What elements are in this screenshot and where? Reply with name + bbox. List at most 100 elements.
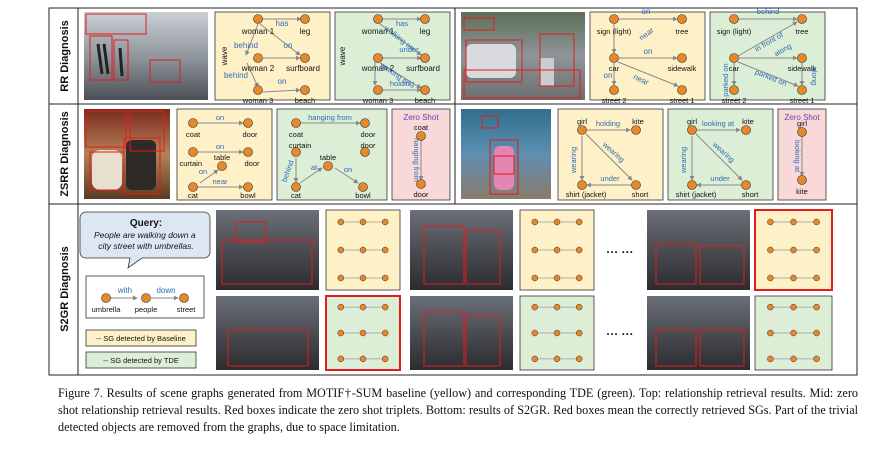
graph-node [790,274,797,282]
svg-text:tree: tree [796,27,809,36]
svg-text:under: under [710,174,730,183]
svg-text:curtain: curtain [179,159,202,168]
graph-node [531,355,539,363]
svg-text:hanging from: hanging from [308,113,352,122]
svg-text:street: street [177,305,197,314]
svg-text:coat: coat [289,130,304,139]
graph-node [337,274,345,282]
svg-text:curtain: curtain [289,141,312,150]
graph-node [381,329,389,337]
graph-node [359,329,367,337]
graph-node [575,274,583,282]
legend-baseline: -- SG detected by Baseline [85,329,197,347]
graph-node [790,218,797,226]
graph-node [359,218,367,226]
graph-node [531,274,539,282]
svg-text:woman 2: woman 2 [361,64,395,73]
graph-node [813,303,820,311]
graph-node [790,303,797,311]
legend-tde: -- SG detected by TDE [85,351,197,369]
row-label-s2gr: S2GR Diagnosis [59,246,71,332]
graph-node [553,303,561,311]
svg-text:Zero Shot: Zero Shot [784,113,820,122]
graph-node [337,246,345,254]
graph-node [767,355,774,363]
graph-node [553,246,561,254]
graph-node [575,218,583,226]
svg-text:surfboard: surfboard [406,64,440,73]
svg-text:··· ···: ··· ··· [606,327,633,341]
svg-text:coat: coat [414,123,429,132]
svg-text:under: under [399,45,419,54]
svg-text:door: door [360,141,376,150]
svg-text:hanging from: hanging from [412,138,421,182]
svg-text:on: on [278,77,287,86]
graph-node [767,329,774,337]
svg-text:at: at [311,163,318,172]
row-label-zsrr: ZSRR Diagnosis [59,111,71,197]
svg-text:sidewalk: sidewalk [668,64,697,73]
rr-right-tde-graph: sign (light) tree car sidewalk street 2 … [709,7,826,105]
svg-text:-- SG detected by TDE: -- SG detected by TDE [103,356,179,365]
svg-text:behind: behind [234,41,258,50]
svg-text:woman 1: woman 1 [361,27,395,36]
svg-text:bowl: bowl [355,191,371,200]
svg-text:near: near [212,177,228,186]
query-title: Query: [130,218,162,229]
svg-text:table: table [214,153,230,162]
graph-node [790,355,797,363]
zsrr-left-baseline-graph: coat door curtain door table cat bowl on… [176,108,273,201]
svg-text:car: car [729,64,740,73]
svg-text:door: door [244,159,260,168]
svg-text:umbrella: umbrella [92,305,122,314]
svg-text:looking at: looking at [702,119,735,128]
svg-text:on: on [216,142,224,151]
photo-girl-kite [461,109,551,199]
svg-text:cat: cat [188,191,199,200]
svg-text:wearing: wearing [679,147,688,174]
svg-text:car: car [609,64,620,73]
graph-node [337,355,345,363]
graph-node [813,355,820,363]
svg-text:girl: girl [577,117,587,126]
photo-street-car [461,12,585,100]
graph-node [767,246,774,254]
photo-cat [84,109,170,199]
svg-text:sign (light): sign (light) [597,27,632,36]
svg-text:on: on [284,41,293,50]
graph-node [381,218,389,226]
svg-text:bowl: bowl [240,191,256,200]
graph-node [767,303,774,311]
graph-node [813,246,820,254]
graph-node [790,329,797,337]
svg-text:people: people [135,305,158,314]
svg-text:sidewalk: sidewalk [788,64,817,73]
graph-node [575,303,583,311]
svg-text:kite: kite [742,117,754,126]
svg-text:on: on [216,113,224,122]
svg-text:door: door [242,130,258,139]
svg-text:sign (light): sign (light) [717,27,752,36]
svg-text:Zero Shot: Zero Shot [403,113,439,122]
graph-node [359,355,367,363]
graph-node [790,246,797,254]
graph-node [531,329,539,337]
graph-node [575,329,583,337]
svg-text:wave: wave [220,46,229,66]
svg-text:wave: wave [338,46,347,66]
zsrr-right-zeroshot-graph: Zero Shot girl kite looking at [777,108,827,201]
svg-text:surfboard: surfboard [286,64,320,73]
graph-node [337,218,345,226]
query-bubble: Query: People are walking down a city st… [79,211,211,269]
rr-left-baseline-graph: woman 1 leg woman 2 surfboard woman 3 be… [214,11,331,105]
svg-text:with: with [117,286,132,295]
zsrr-left-zeroshot-graph: Zero Shot coat door hanging from [391,108,451,201]
zsrr-right-baseline-graph: girl kite shirt (jacket) short holding w… [557,108,664,201]
graph-node [553,329,561,337]
svg-text:looking at: looking at [793,140,802,173]
graph-node [575,246,583,254]
svg-text:on: on [199,167,207,176]
svg-text:··· ···: ··· ··· [606,245,633,259]
s2gr-mini-graphs [337,218,820,363]
graph-node [531,246,539,254]
